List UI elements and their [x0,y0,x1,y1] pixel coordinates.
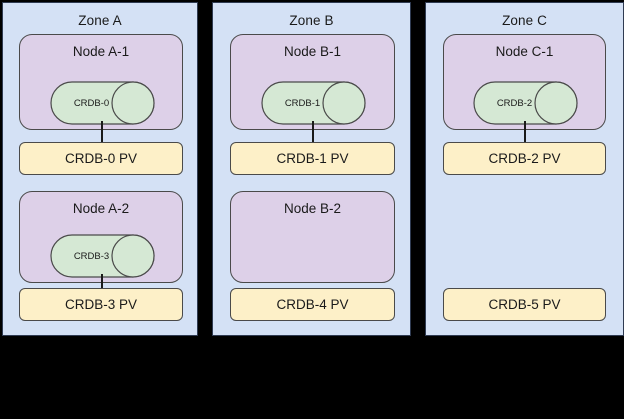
connector-crdb-2 [524,121,526,143]
cylinder-shape [261,81,366,125]
crdb-1-cylinder[interactable]: CRDB-1 [261,81,366,125]
zone-c-container[interactable]: Zone C Node C-1 CRDB-2 CRDB-2 PV CRDB-5 … [425,2,624,336]
connector-crdb-3 [101,274,103,289]
cylinder-shape [50,234,155,278]
zone-a-title: Zone A [78,13,122,28]
node-c-1-label: Node C-1 [495,44,554,59]
node-a-2[interactable]: Node A-2 CRDB-3 [19,191,183,283]
node-a-2-label: Node A-2 [72,201,130,216]
node-c-1[interactable]: Node C-1 CRDB-2 [443,34,606,130]
zone-b-container[interactable]: Zone B Node B-1 CRDB-1 CRDB-1 PV Node B-… [212,2,411,336]
zone-c-title: Zone C [502,13,547,28]
node-b-1-label: Node B-1 [283,44,342,59]
cylinder-shape [50,81,155,125]
crdb-3-cylinder[interactable]: CRDB-3 [50,234,155,278]
zone-b-title: Zone B [289,13,334,28]
pv-crdb-5[interactable]: CRDB-5 PV [443,288,606,321]
node-a-1[interactable]: Node A-1 CRDB-0 [19,34,183,130]
pv-crdb-2[interactable]: CRDB-2 PV [443,142,606,175]
node-b-2[interactable]: Node B-2 [230,191,395,283]
pv-crdb-0[interactable]: CRDB-0 PV [19,142,183,175]
pv-crdb-3[interactable]: CRDB-3 PV [19,288,183,321]
node-b-2-label: Node B-2 [283,201,342,216]
crdb-0-cylinder[interactable]: CRDB-0 [50,81,155,125]
pv-crdb-4[interactable]: CRDB-4 PV [230,288,395,321]
crdb-2-cylinder[interactable]: CRDB-2 [473,81,578,125]
pv-crdb-1[interactable]: CRDB-1 PV [230,142,395,175]
node-b-1[interactable]: Node B-1 CRDB-1 [230,34,395,130]
connector-crdb-0 [101,121,103,143]
connector-crdb-1 [312,121,314,143]
cylinder-shape [473,81,578,125]
node-a-1-label: Node A-1 [72,44,130,59]
zone-a-container[interactable]: Zone A Node A-1 CRDB-0 CRDB-0 PV Node A-… [2,2,198,336]
